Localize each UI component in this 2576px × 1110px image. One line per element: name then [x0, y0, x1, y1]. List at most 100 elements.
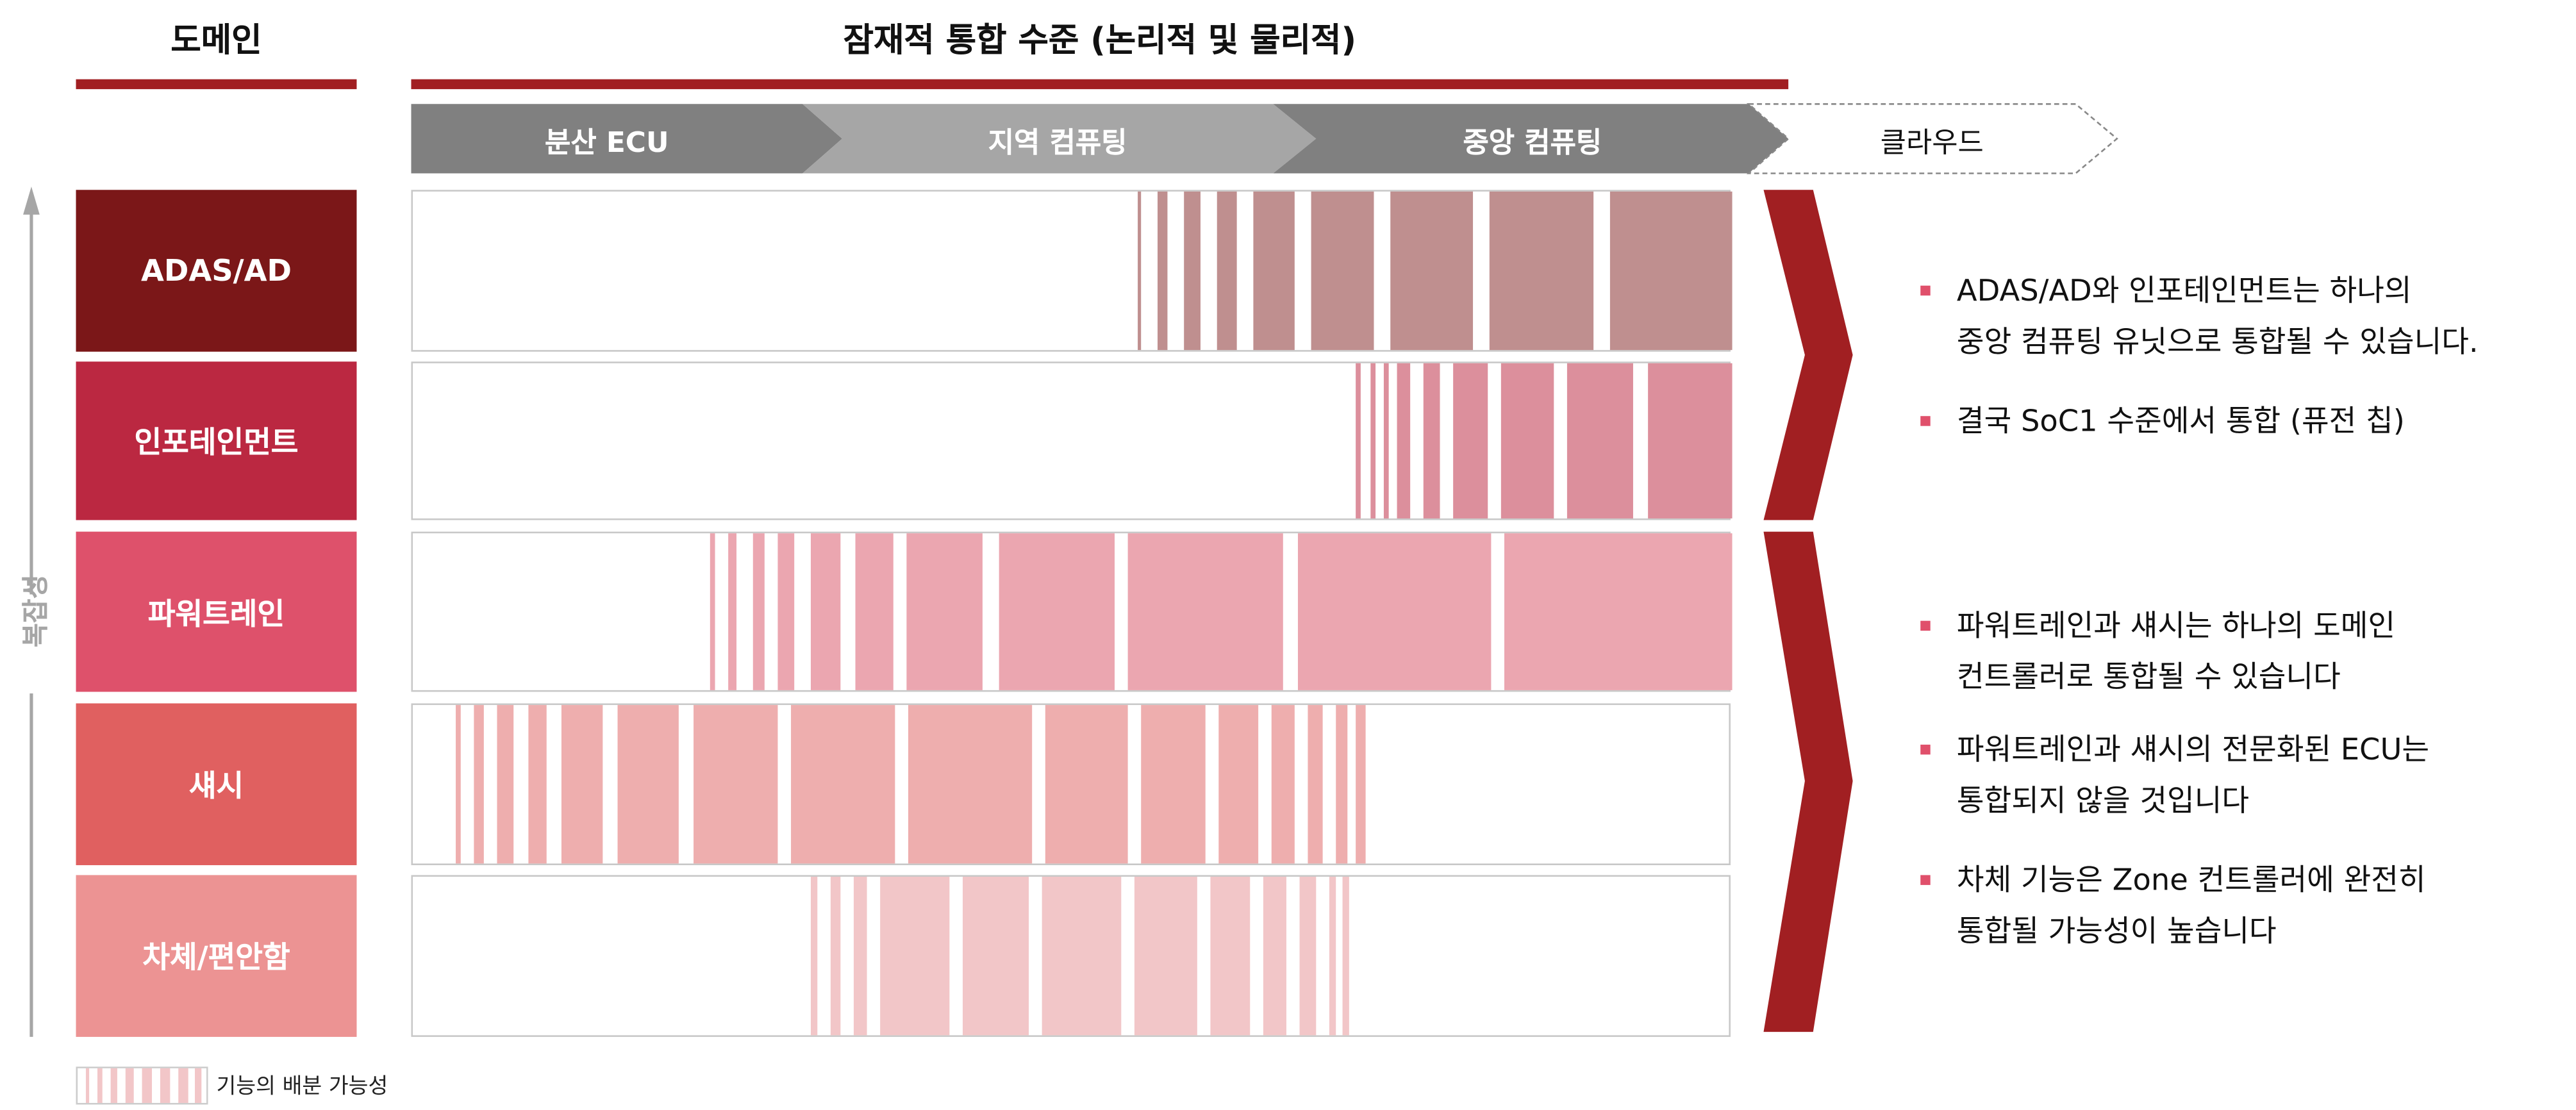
title-underline [411, 79, 1789, 90]
distribution-stripe [752, 533, 765, 690]
note-line: 통합될 가능성이 높습니다 [1956, 915, 2277, 950]
distribution-stripe [1134, 877, 1197, 1036]
distribution-stripe [1390, 191, 1474, 351]
note-line: ADAS/AD와 인포테인먼트는 하나의 [1956, 274, 2412, 309]
distribution-stripe [908, 705, 1033, 864]
note-line: 통합되지 않을 것입니다 [1956, 784, 2250, 819]
integration-lane [411, 361, 1733, 520]
domain-label: 차체/편안함 [142, 941, 290, 976]
domain-column-title: 도메인 [170, 19, 262, 60]
distribution-stripe [1383, 363, 1389, 518]
integration-lane [411, 703, 1731, 865]
distribution-stripe [1566, 363, 1633, 518]
bullet-icon [1920, 416, 1931, 426]
distribution-stripe [1042, 877, 1122, 1036]
integration-lane [411, 531, 1733, 692]
distribution-stripe [1342, 877, 1349, 1036]
distribution-stripe [1271, 705, 1295, 864]
distribution-stripe [880, 877, 950, 1036]
distribution-stripe [1504, 533, 1733, 690]
distribution-stripe [1184, 191, 1201, 351]
note-line: 결국 SoC1 수준에서 통합 (퓨전 칩) [1956, 404, 2405, 440]
chevron-cloud [1746, 103, 2118, 174]
note-line: 컨트롤러로 통합될 수 있습니다 [1956, 660, 2341, 695]
distribution-stripe [1138, 191, 1142, 351]
distribution-stripe [1609, 191, 1733, 351]
domain-box: 인포테인먼트 [76, 361, 357, 520]
distribution-stripe [1356, 705, 1366, 864]
chevron-distributed-ecu [411, 104, 842, 174]
domain-title-underline [76, 79, 357, 90]
bullet-icon [1920, 744, 1931, 755]
distribution-stripe [810, 877, 818, 1036]
distribution-stripe [1253, 191, 1295, 351]
distribution-stripe [810, 533, 841, 690]
complexity-arrow-icon [23, 186, 40, 1037]
distribution-stripe [1356, 363, 1361, 518]
complexity-axis-label: 복잡성 [19, 574, 51, 648]
distribution-stripe [710, 533, 715, 690]
distribution-stripe [906, 533, 983, 690]
distribution-stripe [561, 705, 603, 864]
level-label-3: 클라우드 [1880, 126, 1984, 160]
distribution-stripe [1397, 363, 1411, 518]
chevron-arrow-icon [1763, 531, 1853, 1032]
distribution-stripe [617, 705, 679, 864]
page-title: 잠재적 통합 수준 (논리적 및 물리적) [843, 19, 1357, 60]
level-label-1: 지역 컴퓨팅 [988, 126, 1127, 160]
domain-label: 섀시 [188, 769, 244, 804]
note-line: 파워트레인과 섀시는 하나의 도메인 [1956, 609, 2396, 644]
chevron-zonal-computing [802, 104, 1317, 174]
legend-label: 기능의 배분 가능성 [216, 1075, 388, 1100]
domain-label: 파워트레인 [147, 597, 285, 632]
distribution-stripe [1329, 877, 1336, 1036]
note-line: 차체 기능은 Zone 컨트롤러에 완전히 [1956, 863, 2426, 899]
bullet-icon [1920, 285, 1931, 296]
distribution-stripe [1127, 533, 1283, 690]
chevron-central-computing [1273, 104, 1789, 174]
legend-stripe-swatch [76, 1066, 208, 1105]
distribution-stripe [1157, 191, 1168, 351]
distribution-stripe [1297, 533, 1492, 690]
distribution-stripe [962, 877, 1029, 1036]
distribution-stripe [1453, 363, 1488, 518]
distribution-stripe [1218, 705, 1259, 864]
bullet-icon [1920, 620, 1931, 631]
distribution-stripe [791, 705, 895, 864]
distribution-stripe [528, 705, 547, 864]
integration-lane [411, 875, 1731, 1037]
domain-label: 인포테인먼트 [134, 426, 299, 461]
distribution-stripe [777, 533, 795, 690]
distribution-stripe [1423, 363, 1440, 518]
domain-box: 섀시 [76, 703, 357, 865]
distribution-stripe [1336, 705, 1348, 864]
level-label-2: 중앙 컴퓨팅 [1463, 126, 1602, 160]
distribution-stripe [474, 705, 484, 864]
distribution-stripe [497, 705, 514, 864]
distribution-stripe [1489, 191, 1594, 351]
distribution-stripe [1217, 191, 1237, 351]
distribution-stripe [694, 705, 778, 864]
distribution-stripe [853, 877, 867, 1036]
distribution-stripe [1141, 705, 1206, 864]
distribution-stripe [1370, 363, 1376, 518]
domain-box: ADAS/AD [76, 190, 357, 352]
distribution-stripe [999, 533, 1115, 690]
distribution-stripe [1308, 705, 1323, 864]
distribution-stripe [1045, 705, 1128, 864]
distribution-stripe [1648, 363, 1733, 518]
note-line: 파워트레인과 섀시의 전문화된 ECU는 [1956, 733, 2430, 768]
distribution-stripe [855, 533, 893, 690]
distribution-stripe [1311, 191, 1374, 351]
distribution-stripe [1299, 877, 1317, 1036]
integration-arrows [1763, 190, 1853, 1032]
level-label-0: 분산 ECU [545, 126, 669, 160]
level-chevrons [411, 103, 2118, 174]
note-line: 중앙 컴퓨팅 유닛으로 통합될 수 있습니다. [1956, 325, 2479, 360]
integration-lane [411, 190, 1733, 352]
domain-box: 차체/편안함 [76, 875, 357, 1037]
distribution-stripe [830, 877, 841, 1036]
distribution-stripe [456, 705, 461, 864]
domain-label: ADAS/AD [140, 253, 292, 288]
distribution-stripe [1210, 877, 1251, 1036]
